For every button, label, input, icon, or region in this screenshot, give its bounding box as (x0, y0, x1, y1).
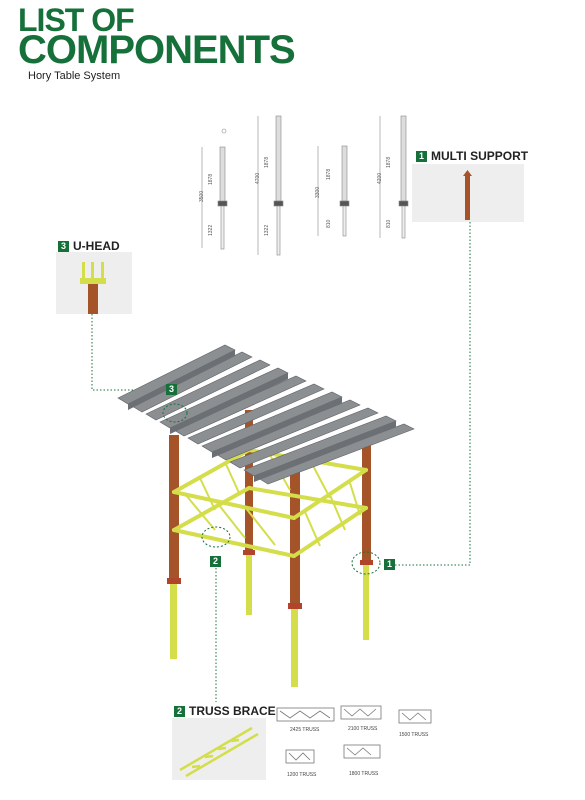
support-2-upper-dim: 1878 (264, 156, 270, 168)
truss-2100-label: 2100 TRUSS (348, 726, 378, 732)
callout-u-head: 3 (166, 384, 177, 395)
timber-beams (117, 344, 415, 485)
truss-brace-label: 2 TRUSS BRACE (174, 704, 276, 718)
truss-types (276, 705, 432, 764)
beam-sides (128, 350, 396, 482)
leader-multi-support (395, 222, 471, 566)
page-subtitle: Hory Table System (28, 70, 121, 82)
support-1-lower-dim: 1322 (208, 224, 214, 236)
support-4-total-dim: 4200 (377, 172, 383, 184)
callout-multi-support: 1 (384, 559, 395, 570)
truss-2425-label: 2425 TRUSS (290, 727, 320, 733)
truss-1200-label: 1200 TRUSS (287, 772, 317, 778)
truss-1500-label: 1500 TRUSS (399, 732, 429, 738)
multi-support-label: 1 MULTI SUPPORT (416, 149, 528, 163)
support-4-upper-dim: 1878 (386, 156, 392, 168)
support-3-upper-dim: 1878 (326, 168, 332, 180)
page-title-line2: COMPONENTS (18, 28, 296, 72)
callout-truss-brace: 2 (210, 556, 221, 567)
support-2-lower-dim: 1322 (264, 224, 270, 236)
highlight-arcs (162, 403, 381, 575)
multi-support-icon (463, 170, 472, 220)
u-head-icon (80, 262, 106, 314)
multi-support-name: MULTI SUPPORT (431, 149, 529, 163)
truss-brace-number: 2 (174, 705, 185, 717)
accessory-icon (221, 128, 227, 134)
u-head-number: 3 (58, 240, 69, 252)
props (167, 410, 373, 687)
page-title-line1: LIST OF (18, 2, 135, 38)
truss-brace-name: TRUSS BRACE (189, 704, 276, 718)
truss-1800-label: 1800 TRUSS (349, 771, 379, 777)
multi-support-number: 1 (416, 150, 427, 162)
u-head-name: U-HEAD (73, 239, 120, 253)
support-1-upper-dim: 1878 (208, 173, 214, 185)
support-3-lower-dim: 810 (326, 219, 332, 228)
support-dimension-drawings (201, 115, 409, 256)
support-4-lower-dim: 810 (386, 219, 392, 228)
truss-brace-icon (179, 726, 259, 778)
support-2-total-dim: 4700 (255, 172, 261, 184)
u-head-label: 3 U-HEAD (58, 239, 120, 253)
support-1-total-dim: 3500 (199, 190, 205, 202)
support-3-total-dim: 3300 (315, 186, 321, 198)
